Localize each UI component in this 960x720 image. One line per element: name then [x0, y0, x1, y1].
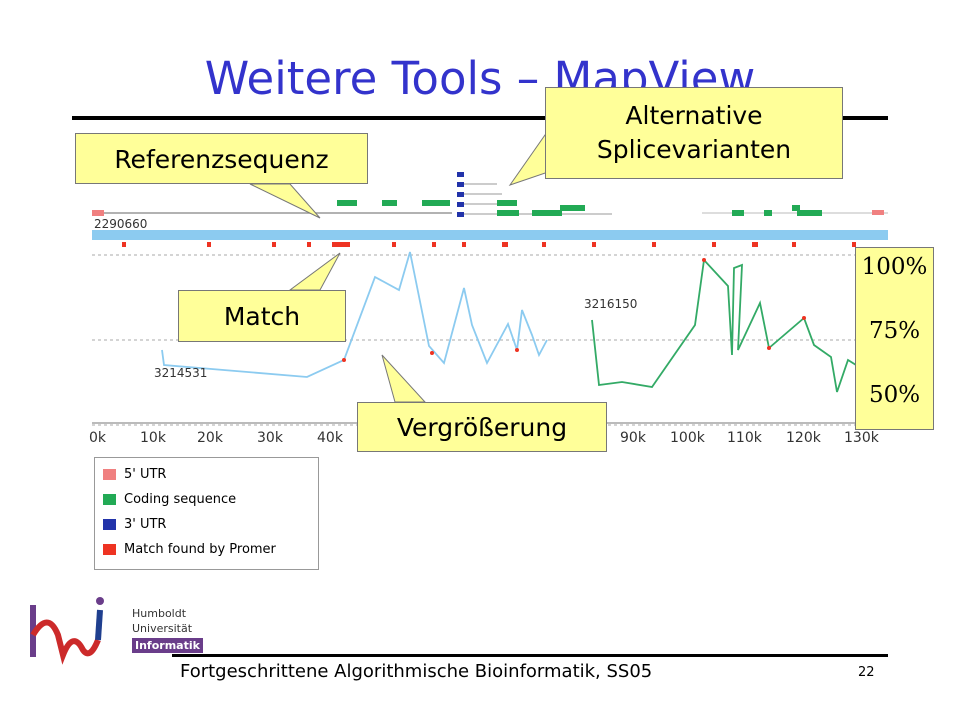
tick-label: 30k	[257, 430, 284, 446]
percent-75: 75%	[868, 318, 921, 344]
vergroesserung-pointer	[381, 354, 427, 403]
match-pointer	[288, 252, 341, 291]
reference-bar	[92, 230, 888, 240]
match-curve-right	[591, 257, 889, 393]
legend-swatch	[103, 469, 116, 480]
humboldt-logo: Humboldt Universität Informatik	[28, 595, 203, 665]
percent-scale: 100% 75% 50%	[855, 247, 934, 430]
tick-label: 40k	[317, 430, 344, 446]
gene-models	[92, 172, 888, 217]
title-rule	[72, 116, 888, 120]
tick-label: 90k	[620, 430, 647, 446]
alternative-text-line2: Splicevarianten	[596, 135, 792, 164]
legend-item: 3' UTR	[103, 517, 166, 532]
axis-tick-labels: 0k 10k 20k 30k 40k 90k 100k 110k 120k 13…	[89, 430, 880, 446]
tick-label: 100k	[670, 430, 706, 446]
legend-swatch	[103, 544, 116, 555]
tick-label: 20k	[197, 430, 224, 446]
match-id-2: 3216150	[584, 297, 637, 311]
legend-item: 5' UTR	[103, 467, 166, 482]
referenzsequenz-callout: Referenzsequenz	[75, 133, 368, 184]
hu-logo-mark-icon	[30, 597, 104, 665]
legend-label: Match found by Promer	[124, 542, 276, 557]
footer-rule	[172, 654, 888, 657]
alternative-callout: Alternative Splicevarianten	[545, 87, 843, 179]
tick-label: 10k	[140, 430, 167, 446]
match-callout: Match	[178, 290, 346, 342]
legend-swatch	[103, 519, 116, 530]
tick-label: 120k	[786, 430, 822, 446]
referenzsequenz-text: Referenzsequenz	[114, 145, 329, 174]
referenz-pointer	[249, 183, 321, 219]
tick-label: 130k	[844, 430, 880, 446]
curve-points	[342, 258, 806, 362]
legend-item: Coding sequence	[103, 492, 236, 507]
vergroesserung-text: Vergrößerung	[396, 413, 568, 442]
vergroesserung-callout: Vergrößerung	[357, 402, 607, 452]
match-text: Match	[223, 302, 301, 331]
percent-100: 100%	[861, 254, 928, 280]
legend-item: Match found by Promer	[103, 542, 276, 557]
tick-label: 110k	[727, 430, 763, 446]
logo-line-2: Universität	[132, 622, 193, 635]
tick-label: 0k	[89, 430, 107, 446]
percent-50: 50%	[868, 382, 921, 408]
legend: 5' UTR Coding sequence 3' UTR Match foun…	[94, 457, 319, 570]
legend-swatch	[103, 494, 116, 505]
reference-id: 2290660	[94, 217, 147, 231]
legend-label: 5' UTR	[124, 467, 167, 482]
match-id-1: 3214531	[154, 366, 207, 380]
page-number: 22	[858, 665, 875, 680]
legend-label: 3' UTR	[124, 517, 167, 532]
footer-text: Fortgeschrittene Algorithmische Bioinfor…	[180, 661, 653, 682]
logo-line-3: Informatik	[132, 638, 203, 653]
match-ticks	[122, 242, 856, 247]
logo-line-1: Humboldt	[132, 607, 187, 620]
alternative-text-line1: Alternative	[625, 101, 763, 130]
match-curve-left	[161, 251, 548, 378]
legend-label: Coding sequence	[124, 492, 237, 507]
